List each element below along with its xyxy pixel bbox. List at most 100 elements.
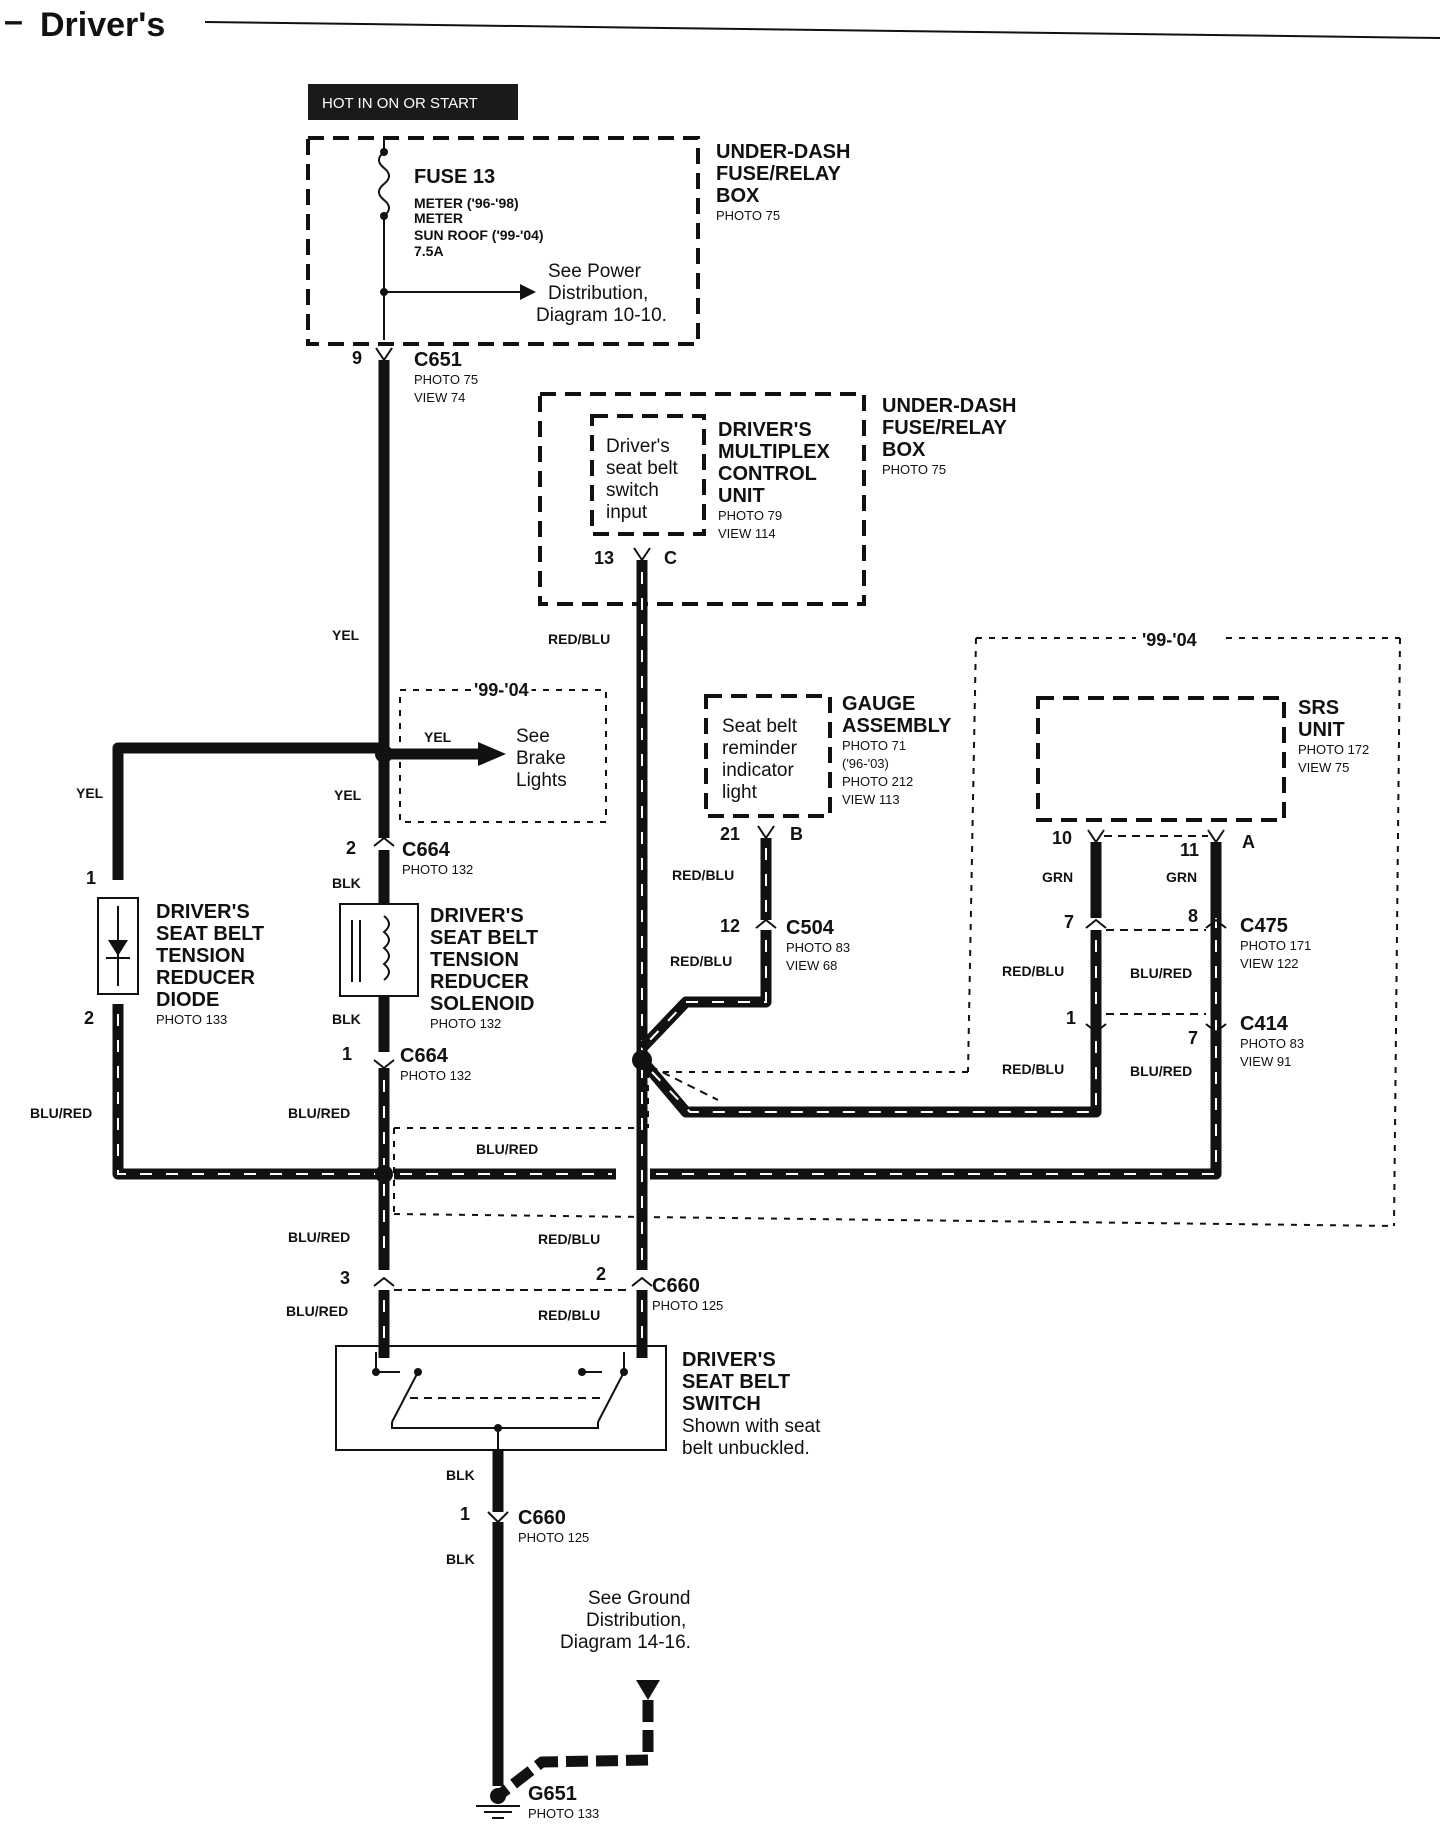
srs-pin-left: 10 — [1052, 828, 1072, 848]
multiplex-box-name-3: BOX — [882, 439, 926, 461]
blured-wire-label-5: BLU/RED — [1130, 1063, 1192, 1079]
c475-name: C475 — [1240, 915, 1288, 937]
srs-view: VIEW 75 — [1298, 760, 1349, 775]
c504-pin: 12 — [720, 916, 740, 936]
yel-diode-wire — [112, 742, 384, 880]
diode-name-4: REDUCER — [156, 967, 255, 989]
c660-bottom-photo: PHOTO 125 — [518, 1530, 589, 1545]
srs-pin-right: 11 — [1180, 840, 1199, 860]
c660-top-pin-right: 2 — [596, 1264, 606, 1284]
yel-wire-label-3: YEL — [334, 787, 362, 803]
blk-wire-label-4: BLK — [446, 1551, 475, 1567]
fuse-terminal-top — [380, 148, 388, 156]
c664-top-name: C664 — [402, 839, 451, 861]
brake-years: '99-'04 — [474, 680, 529, 700]
srs-photo: PHOTO 172 — [1298, 742, 1369, 757]
c475-pin-right: 8 — [1188, 906, 1198, 926]
gauge-inner-box — [704, 694, 832, 818]
multiplex-inner-2: seat belt — [606, 458, 679, 479]
switch-blade-left — [391, 1371, 419, 1423]
c660-top-left-connector-icon — [373, 1276, 395, 1287]
power-note-3: Diagram 10-10. — [536, 305, 667, 326]
redblu-wire-label-4: RED/BLU — [1002, 963, 1064, 979]
srs-region-bottom — [393, 1213, 1395, 1227]
srs-redblu-stripe — [651, 1030, 1097, 1113]
c414-view: VIEW 91 — [1240, 1054, 1291, 1069]
page-title: Driver's — [40, 6, 165, 44]
multiplex-name-4: UNIT — [718, 485, 765, 507]
c651-photo: PHOTO 75 — [414, 372, 478, 387]
c664-bottom-connector-icon — [373, 1059, 395, 1070]
fuse-line-4: 7.5A — [414, 243, 444, 259]
c651-view: VIEW 74 — [414, 390, 465, 405]
srs-name-2: UNIT — [1298, 719, 1345, 741]
solenoid-name-2: SEAT BELT — [430, 927, 538, 949]
c475-pin-left: 7 — [1064, 912, 1074, 932]
gauge-inner-2: reminder — [722, 738, 798, 759]
brake-arrow-icon — [478, 742, 506, 766]
power-tag-text: HOT IN ON OR START — [322, 95, 478, 112]
blured-wire-label-7: BLU/RED — [286, 1303, 348, 1319]
diode-body — [97, 897, 139, 995]
c475-right-connector-icon — [1205, 918, 1227, 929]
brake-text-2: Brake — [516, 748, 566, 769]
ground-node — [490, 1788, 506, 1804]
gauge-photo-2: ('96-'03) — [842, 756, 889, 771]
brake-text-1: See — [516, 726, 550, 747]
multiplex-box-name-2: FUSE/RELAY — [882, 417, 1008, 439]
switch-blade-right — [597, 1371, 625, 1423]
c660-top-right-connector-icon — [631, 1276, 653, 1287]
solenoid-photo: PHOTO 132 — [430, 1016, 501, 1031]
multiplex-connector: C — [664, 548, 677, 568]
diode-photo: PHOTO 133 — [156, 1012, 227, 1027]
c660-top-name: C660 — [652, 1275, 700, 1297]
blured-wire-label-6: BLU/RED — [288, 1229, 350, 1245]
c504-name: C504 — [786, 917, 835, 939]
srs-left-connector-icon — [1087, 829, 1105, 844]
fuse-box-name-3: BOX — [716, 185, 760, 207]
fuse-line-1: METER ('96-'98) — [414, 195, 519, 211]
title-dash: – — [4, 2, 23, 40]
gauge-photo-3: PHOTO 212 — [842, 774, 913, 789]
multiplex-box-name-1: UNDER-DASH — [882, 395, 1016, 417]
multiplex-inner-1: Driver's — [606, 436, 670, 457]
srs-region-left — [967, 637, 977, 1073]
gauge-wire-lower-stripe — [647, 940, 767, 1043]
c664-top-connector-icon — [373, 836, 395, 847]
srs-right-connector-icon — [1207, 829, 1225, 844]
title-rule — [204, 21, 1441, 39]
multiplex-inner-3: switch — [606, 480, 659, 501]
power-note-2: Distribution, — [548, 283, 648, 304]
multiplex-name-2: MULTIPLEX — [718, 441, 831, 463]
blured-wire-label-3: BLU/RED — [476, 1141, 538, 1157]
srs-connector: A — [1242, 832, 1255, 852]
switch-note-1: Shown with seat — [682, 1416, 821, 1437]
srs-redblu-wire — [637, 1020, 1102, 1118]
ground-alt-arrow-icon — [636, 1680, 660, 1700]
gauge-wire-lower — [638, 930, 772, 1052]
multiplex-box-photo: PHOTO 75 — [882, 462, 946, 477]
power-tag — [308, 84, 518, 120]
fuse-name: FUSE 13 — [414, 166, 495, 188]
c660-bottom-pin: 1 — [460, 1504, 470, 1524]
grn-wire-label-1: GRN — [1042, 869, 1073, 885]
ground-note-1: See Ground — [588, 1588, 690, 1609]
solenoid-name-4: REDUCER — [430, 971, 529, 993]
switch-name-3: SWITCH — [682, 1393, 761, 1415]
blk-wire-label-3: BLK — [446, 1467, 475, 1483]
multiplex-connector-icon — [633, 547, 651, 562]
gauge-name-1: GAUGE — [842, 693, 915, 715]
solenoid-name-1: DRIVER'S — [430, 905, 524, 927]
c504-photo: PHOTO 83 — [786, 940, 850, 955]
c475-view: VIEW 122 — [1240, 956, 1299, 971]
ground-note-3: Diagram 14-16. — [560, 1632, 691, 1653]
multiplex-pin: 13 — [594, 548, 614, 568]
switch-note-2: belt unbuckled. — [682, 1438, 810, 1459]
diode-name-3: TENSION — [156, 945, 245, 967]
diode-name-2: SEAT BELT — [156, 923, 264, 945]
fuse-box-photo: PHOTO 75 — [716, 208, 780, 223]
blured-wire-label-1: BLU/RED — [288, 1105, 350, 1121]
multiplex-inner-box — [590, 414, 706, 536]
splice-dotted-lead — [649, 1065, 719, 1101]
